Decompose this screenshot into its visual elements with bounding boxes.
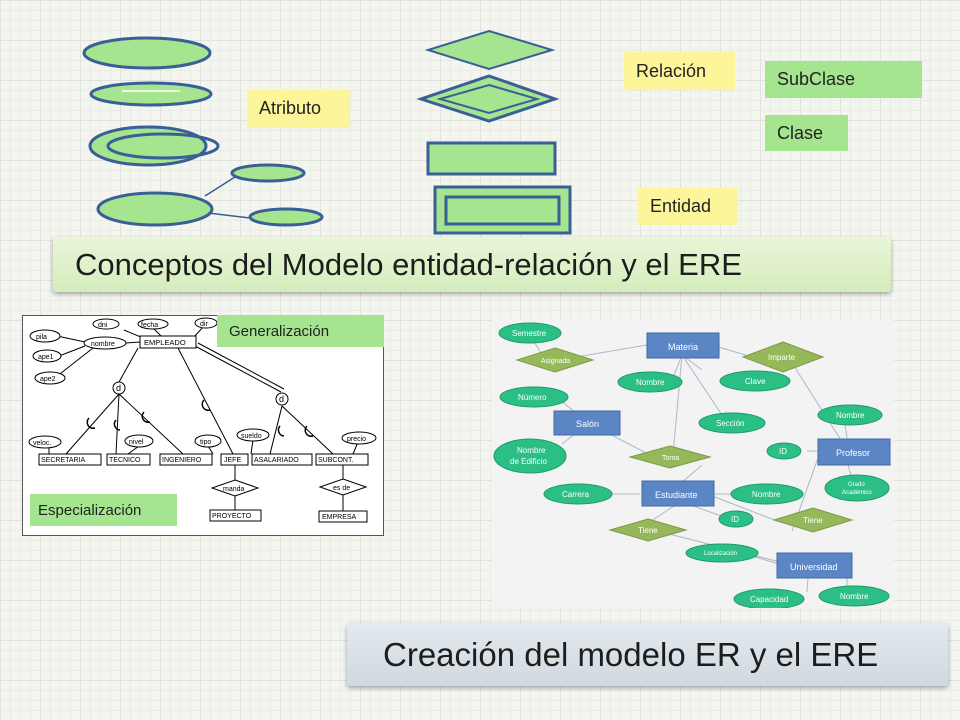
er-attr-localizacion: Localización — [704, 551, 737, 557]
attr-fecha: fecha — [141, 322, 158, 329]
generalization-label: Generalización — [217, 315, 384, 347]
attr-ape1: ape1 — [38, 354, 54, 361]
page-title: Conceptos del Modelo entidad-relación y … — [53, 237, 891, 292]
er-relation-toma: Toma — [662, 455, 679, 462]
entity-jefe: JEFE — [224, 457, 241, 464]
er-attr-nombre-edificio: de Edificio — [510, 457, 547, 466]
weak-entity-shape — [433, 185, 572, 235]
er-attr-grado-academico: Académico — [842, 490, 872, 496]
relation-shape — [424, 29, 556, 71]
specialization-label: Especialización — [30, 494, 177, 526]
er-attr-id: ID — [779, 447, 787, 456]
entity-asalariado: ASALARIADO — [254, 457, 299, 464]
er-attr-nombre: Nombre — [836, 411, 865, 420]
er-relation-asignada: Asignada — [541, 358, 570, 365]
er-attr-semestre: Semestre — [512, 329, 547, 338]
er-attr-nombre: Nombre — [752, 490, 781, 499]
er-attr-seccion: Sección — [716, 419, 744, 428]
subclass-label: SubClase — [765, 61, 922, 98]
er-attr-nombre: Nombre — [636, 378, 665, 387]
attr-dir: dir — [200, 321, 208, 328]
er-diagram: Materia Salón Estudiante Profesor Univer… — [493, 322, 891, 608]
subtitle-banner: Creación del modelo ER y el ERE — [347, 623, 948, 686]
entity-empresa: EMPRESA — [322, 514, 357, 521]
composite-attribute-shape — [96, 191, 214, 227]
entity-shape — [426, 141, 557, 176]
attr-veloc: veloc. — [33, 440, 51, 447]
er-entity-materia: Materia — [668, 342, 698, 352]
attr-precio: precio — [347, 436, 366, 443]
eer-diagram: d d EMPLEADO dni fecha dir pila nombre a… — [28, 317, 377, 523]
disjoint-marker: d — [279, 394, 284, 404]
attr-pila: pila — [36, 334, 47, 341]
er-relation-tiene-2: Tiene — [803, 516, 823, 525]
attr-tipo: tipo — [200, 439, 211, 446]
er-attr-carrera: Carrera — [562, 490, 590, 499]
entity-tecnico: TECNICO — [109, 457, 141, 464]
relation-es-de: es de — [333, 485, 350, 492]
er-entity-universidad: Universidad — [790, 562, 838, 572]
attr-sueldo: sueldo — [241, 433, 262, 440]
entity-empleado: EMPLEADO — [144, 338, 186, 347]
relation-manda: manda — [223, 486, 245, 493]
multivalued-attribute-shape — [88, 125, 208, 167]
key-attribute-shape — [89, 81, 213, 107]
entity-proyecto: PROYECTO — [212, 513, 252, 520]
attribute-label: Atributo — [247, 89, 350, 128]
er-entity-profesor: Profesor — [836, 448, 870, 458]
er-attr-nombre-edificio: Nombre — [517, 446, 546, 455]
er-attr-clave: Clave — [745, 377, 766, 386]
er-attr-nombre: Nombre — [840, 592, 869, 601]
er-diagram-panel: Materia Salón Estudiante Profesor Univer… — [492, 320, 894, 608]
class-label: Clase — [765, 115, 848, 151]
er-attr-numero: Número — [518, 393, 547, 402]
relation-label: Relación — [624, 52, 735, 90]
er-attr-capacidad: Capacidad — [750, 595, 788, 604]
er-relation-tiene-1: Tiene — [638, 526, 658, 535]
er-attr-id: ID — [731, 515, 739, 524]
attr-nombre: nombre — [91, 341, 115, 348]
simple-attribute-shape — [82, 36, 212, 70]
er-entity-salon: Salón — [576, 419, 599, 429]
weak-relation-shape — [416, 74, 560, 123]
disjoint-marker: d — [116, 383, 121, 393]
entity-ingeniero: INGENIERO — [162, 457, 202, 464]
entity-subcont: SUBCONT. — [318, 457, 353, 464]
attr-dni: dni — [98, 322, 108, 329]
er-entity-estudiante: Estudiante — [655, 490, 698, 500]
er-relation-imparte: Imparte — [768, 353, 796, 362]
attr-ape2: ape2 — [40, 376, 56, 383]
attr-nivel: nivel — [129, 439, 144, 446]
entity-label: Entidad — [638, 188, 738, 225]
er-attr-grado-academico: Grado — [848, 482, 865, 488]
entity-secretaria: SECRETARIA — [41, 457, 86, 464]
eer-diagram-panel: d d EMPLEADO dni fecha dir pila nombre a… — [22, 315, 384, 536]
